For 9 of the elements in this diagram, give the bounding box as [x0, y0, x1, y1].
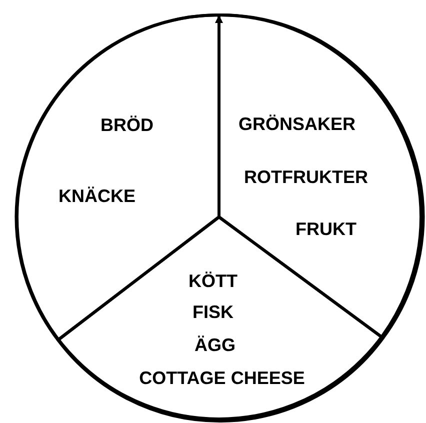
food-label: COTTAGE CHEESE — [139, 369, 305, 387]
food-label: GRÖNSAKER — [238, 115, 356, 133]
food-label: FRUKT — [296, 220, 356, 238]
food-label: KNÄCKE — [58, 187, 136, 205]
food-label: ROTFRUKTER — [244, 168, 368, 186]
food-label: KÖTT — [188, 272, 238, 290]
food-label: BRÖD — [100, 116, 154, 134]
food-label: FISK — [192, 303, 234, 321]
food-label: ÄGG — [194, 336, 236, 354]
